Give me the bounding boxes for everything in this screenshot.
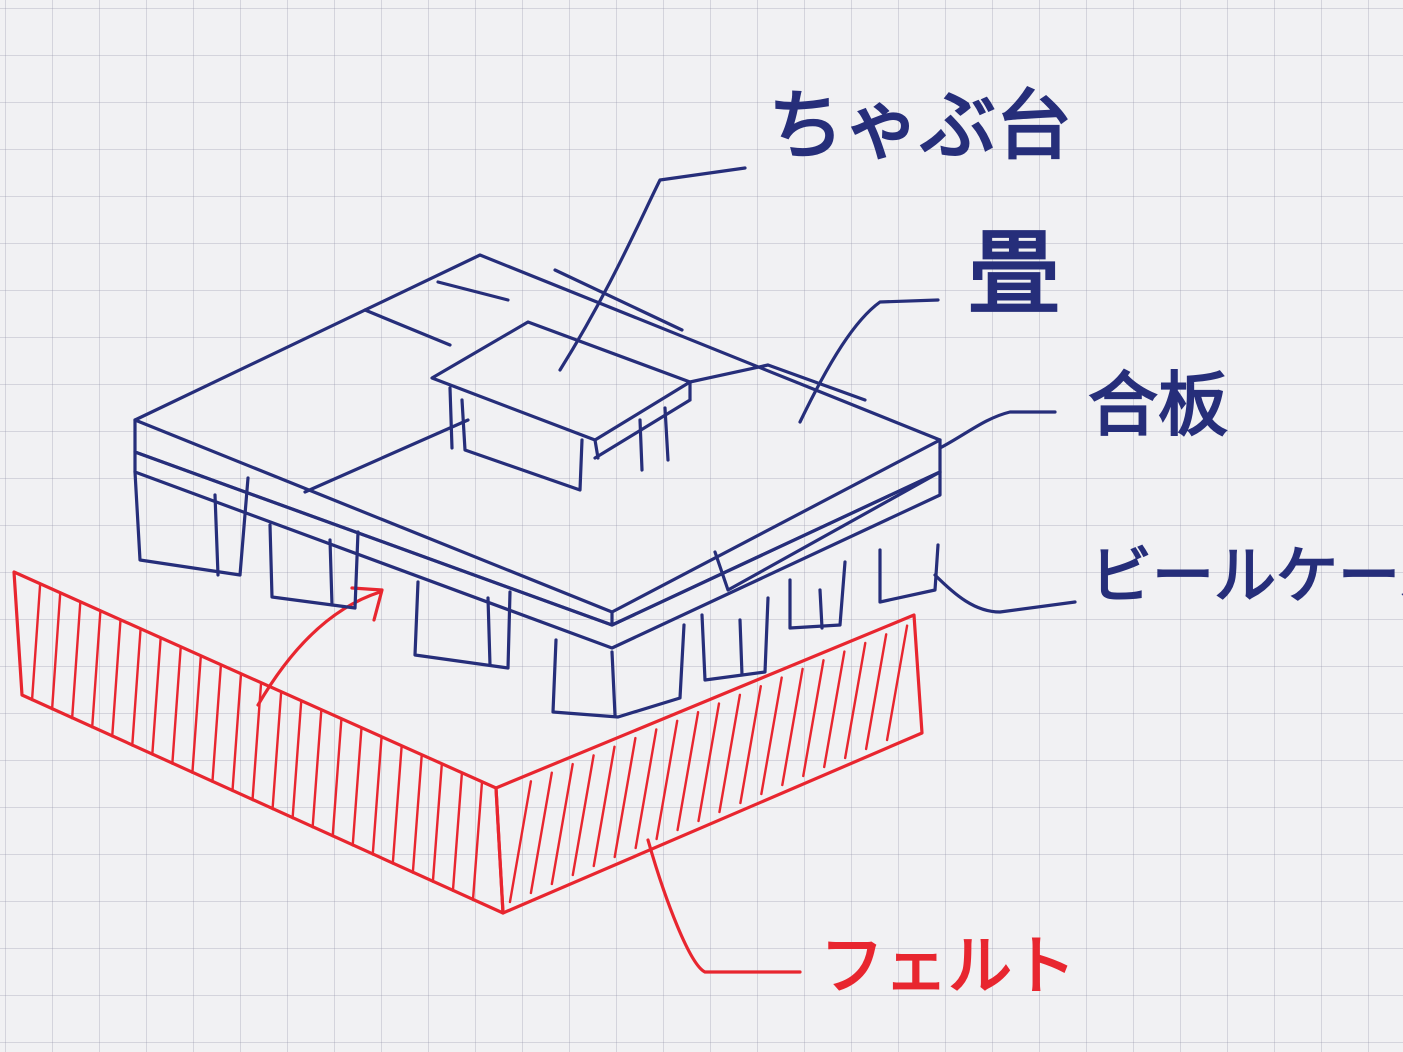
felt-hatch-line (552, 764, 573, 884)
felt-hatch-line (132, 630, 140, 746)
crate-6 (790, 562, 845, 628)
crate-dividers (215, 495, 822, 715)
felt-hatch-line (433, 765, 442, 882)
felt-hatch-line (92, 612, 100, 727)
felt-hatch-line (510, 781, 531, 902)
felt-hatch-line (824, 652, 844, 767)
felt-hatch-line (112, 621, 120, 736)
felt-hatch-line (573, 755, 594, 875)
felt-hatch-line (212, 666, 220, 782)
felt-hatch-line (473, 783, 482, 900)
felt-hatch-line (72, 603, 80, 718)
felt-arrow (258, 588, 382, 705)
felt-hatch-line (636, 729, 657, 848)
felt-hatch-line (273, 693, 282, 809)
plywood-layer (135, 452, 940, 648)
felt-pad (14, 572, 922, 972)
felt-hatch-line (678, 712, 699, 830)
felt-hatch-line (453, 774, 462, 891)
felt-hatch-line (152, 639, 160, 755)
felt-hatch-line (782, 669, 802, 785)
felt-hatch-line (657, 721, 678, 839)
felt-hatch-line (594, 747, 615, 866)
felt-hatch-line (413, 756, 422, 873)
felt-hatch-line (232, 675, 240, 791)
felt-left-strip (14, 572, 503, 913)
felt-hatch-line (52, 594, 60, 709)
felt-hatching (32, 585, 907, 902)
label-tatami: 畳 (968, 228, 1060, 320)
felt-hatch-line (719, 695, 739, 812)
felt-hatch-line (761, 678, 781, 794)
felt-leader-line (648, 840, 800, 972)
felt-hatch-line (615, 738, 636, 857)
label-beer-crate: ビールケース (1090, 545, 1403, 607)
chabudai-edge (450, 382, 690, 458)
felt-hatch-line (353, 729, 362, 845)
label-chabudai: ちゃぶ台 (768, 88, 1072, 164)
felt-hatch-line (32, 585, 40, 700)
felt-hatch-line (531, 773, 552, 893)
leader-tatami (800, 300, 938, 422)
crate-4 (553, 625, 684, 717)
felt-hatch-line (373, 738, 382, 855)
leader-chabudai (560, 168, 745, 370)
tatami-top (135, 255, 940, 612)
felt-hatch-line (699, 704, 720, 822)
crate-3 (415, 582, 510, 668)
felt-hatch-line (192, 657, 200, 773)
chabudai-table (432, 322, 690, 490)
felt-hatch-line (333, 720, 342, 836)
felt-hatch-line (887, 626, 907, 740)
crate-5 (702, 598, 768, 680)
felt-hatch-line (313, 711, 322, 827)
crate-7 (880, 545, 938, 602)
felt-hatch-line (172, 648, 180, 764)
leader-plywood (940, 412, 1055, 448)
label-felt: フェルト (820, 935, 1076, 999)
felt-hatch-line (845, 643, 865, 758)
felt-hatch-line (803, 660, 823, 776)
felt-hatch-line (293, 702, 302, 818)
leader-crate (935, 575, 1075, 612)
felt-hatch-line (866, 634, 886, 749)
felt-hatch-line (740, 686, 760, 803)
felt-hatch-line (393, 747, 402, 864)
label-plywood: 合板 (1088, 370, 1228, 440)
